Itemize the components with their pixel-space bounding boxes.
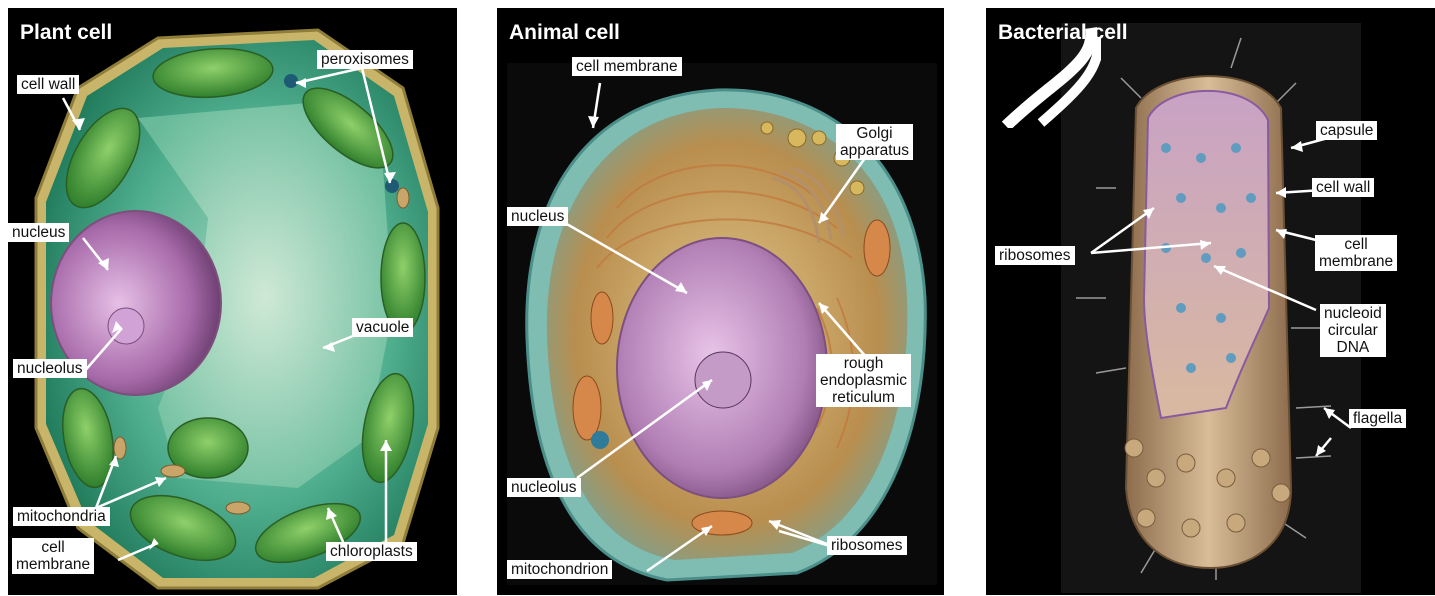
watermark-logo xyxy=(986,8,1101,128)
label-nucleoid-circular-dna: nucleoid circular DNA xyxy=(1320,304,1386,357)
panel-title: Animal cell xyxy=(509,22,620,43)
bacterial-cell-panel: Bacterial cell capsule cell wall ribosom… xyxy=(986,8,1435,595)
label-nucleus: nucleus xyxy=(507,207,568,226)
label-cell-wall: cell wall xyxy=(17,75,79,94)
animal-cell-illustration xyxy=(497,8,944,595)
label-flagella: flagella xyxy=(1349,409,1406,428)
label-nucleolus: nucleolus xyxy=(13,359,87,378)
label-ribosomes: ribosomes xyxy=(827,536,907,555)
label-mitochondrion: mitochondrion xyxy=(507,560,612,579)
label-nucleolus: nucleolus xyxy=(507,478,581,497)
label-ribosomes: ribosomes xyxy=(995,246,1075,265)
label-nucleus: nucleus xyxy=(8,223,69,242)
label-cell-wall: cell wall xyxy=(1312,178,1374,197)
plant-cell-panel: Plant cell cell wall peroxisomes nucleus… xyxy=(8,8,457,595)
panel-title: Plant cell xyxy=(20,22,112,43)
label-peroxisomes: peroxisomes xyxy=(317,50,413,69)
label-capsule: capsule xyxy=(1316,121,1377,140)
label-cell-membrane: cell membrane xyxy=(12,538,94,574)
animal-cell-panel: Animal cell cell membrane Golgi apparatu… xyxy=(497,8,944,595)
label-vacuole: vacuole xyxy=(352,318,413,337)
label-cell-membrane: cell membrane xyxy=(1315,235,1397,271)
label-golgi-apparatus: Golgi apparatus xyxy=(836,124,913,160)
label-mitochondria: mitochondria xyxy=(13,507,110,526)
label-chloroplasts: chloroplasts xyxy=(326,542,417,561)
label-rough-er: rough endoplasmic reticulum xyxy=(816,354,911,407)
label-cell-membrane: cell membrane xyxy=(572,57,682,76)
